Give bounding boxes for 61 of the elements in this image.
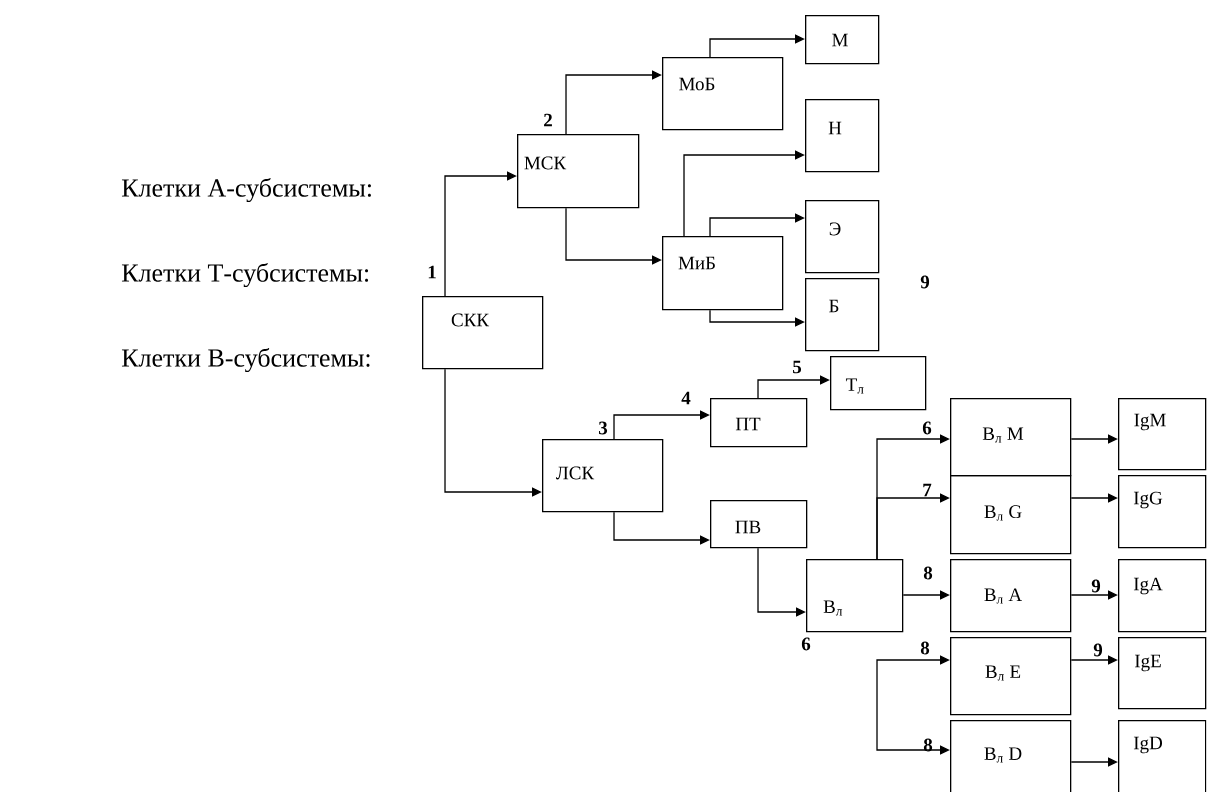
- cell-box: МоБ: [662, 57, 784, 131]
- step-number: 9: [920, 275, 930, 289]
- step-number: 4: [681, 391, 691, 405]
- cell-box: В$_{л}$ G: [950, 475, 1072, 555]
- arrow: [709, 213, 805, 237]
- cell-box: В$_{л}$ M: [950, 398, 1072, 477]
- arrow: [1070, 434, 1118, 444]
- cell-box: М: [805, 15, 880, 65]
- arrow: [565, 207, 662, 265]
- cell-box: В$_{л}$: [806, 559, 904, 633]
- arrow: [709, 309, 805, 327]
- cell-box: IgG: [1118, 475, 1207, 549]
- step-number: 3: [599, 421, 608, 435]
- arrow: [757, 547, 806, 617]
- cell-box: ПТ: [710, 398, 808, 448]
- step-number: 6: [922, 421, 932, 435]
- step-number: 8: [923, 738, 933, 752]
- arrow: [876, 655, 950, 701]
- cell-box: ПВ: [710, 500, 808, 549]
- arrow: [444, 171, 517, 297]
- step-number: 9: [1091, 579, 1101, 593]
- cell-box: IgE: [1118, 637, 1207, 710]
- step-number: 8: [920, 641, 930, 655]
- arrow: [757, 375, 830, 399]
- arrow: [1070, 655, 1118, 665]
- cell-box: МСК: [517, 134, 640, 209]
- cell-box: СКК: [422, 296, 544, 370]
- step-number: 2: [544, 113, 552, 127]
- arrow: [444, 368, 542, 497]
- step-number: 8: [923, 566, 933, 580]
- cell-box: В$_{л}$ E: [950, 637, 1072, 716]
- arrow: [565, 70, 662, 135]
- cell-box: Э: [805, 200, 880, 274]
- arrow: [1070, 757, 1118, 767]
- arrow: [613, 511, 710, 545]
- row-label: Клетки А-субсистемы:: [121, 177, 371, 203]
- arrow: [876, 493, 950, 560]
- cell-box: ЛСК: [542, 439, 664, 513]
- cell-box: IgM: [1118, 398, 1207, 471]
- step-number: 6: [801, 637, 811, 651]
- cell-box: Б: [805, 278, 880, 352]
- arrow: [683, 150, 805, 237]
- arrow: [902, 590, 950, 600]
- cell-box: Н: [805, 99, 880, 173]
- arrow: [876, 699, 950, 755]
- arrow: [709, 34, 805, 58]
- row-label: Клетки Т-субсистемы:: [121, 262, 369, 288]
- arrow: [1070, 590, 1118, 600]
- cell-box: МиБ: [662, 236, 784, 311]
- cell-box: В$_{л}$ D: [950, 720, 1072, 792]
- cell-box: В$_{л}$ A: [950, 559, 1072, 633]
- arrow: [613, 410, 710, 440]
- row-label: Клетки В-субсистемы:: [121, 347, 370, 373]
- cell-box: IgD: [1118, 720, 1207, 792]
- step-number: 5: [793, 360, 802, 374]
- step-number: 7: [923, 483, 932, 497]
- cell-box: Т$_{л}$: [830, 356, 927, 411]
- cell-box: IgA: [1118, 559, 1207, 633]
- step-number: 1: [428, 265, 436, 279]
- step-number: 9: [1093, 643, 1103, 657]
- arrow: [1070, 493, 1118, 503]
